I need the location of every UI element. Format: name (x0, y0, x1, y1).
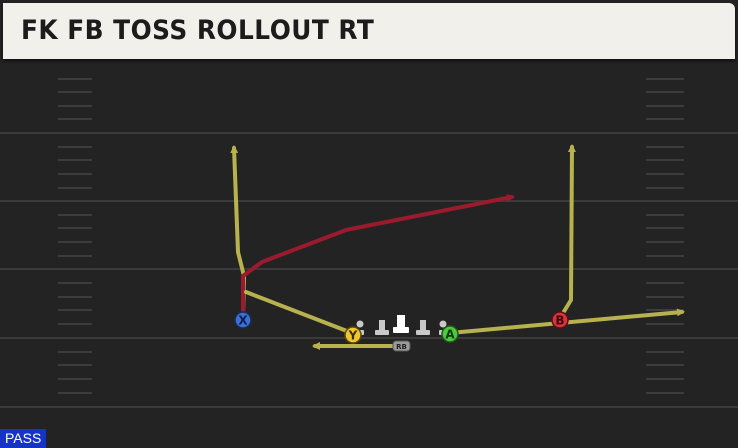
route-b-go (558, 144, 576, 320)
lineman-icon (416, 320, 430, 335)
route-x-corner-primary (241, 194, 515, 316)
player-y[interactable]: Y (344, 326, 362, 344)
right-hash-marks (646, 78, 684, 394)
offensive-line (356, 315, 447, 335)
pass-play-badge: PASS (0, 429, 47, 448)
play-title-bar: FK FB TOSS ROLLOUT RT (3, 3, 735, 59)
player-rb[interactable]: RB (392, 340, 411, 352)
route-y-drag (244, 290, 354, 335)
play-title: FK FB TOSS ROLLOUT RT (21, 15, 375, 46)
left-hash-marks (58, 78, 92, 394)
yard-lines (0, 132, 738, 408)
player-a[interactable]: A (441, 325, 459, 343)
lineman-icon (375, 320, 389, 335)
player-a-label: A (445, 328, 455, 342)
player-b[interactable]: B (551, 311, 569, 329)
center-icon (393, 315, 409, 333)
player-rb-label: RB (396, 343, 407, 351)
player-x-label: X (238, 314, 248, 328)
player-y-label: Y (348, 329, 358, 343)
player-x[interactable]: X (234, 311, 252, 329)
player-b-label: B (555, 314, 564, 328)
